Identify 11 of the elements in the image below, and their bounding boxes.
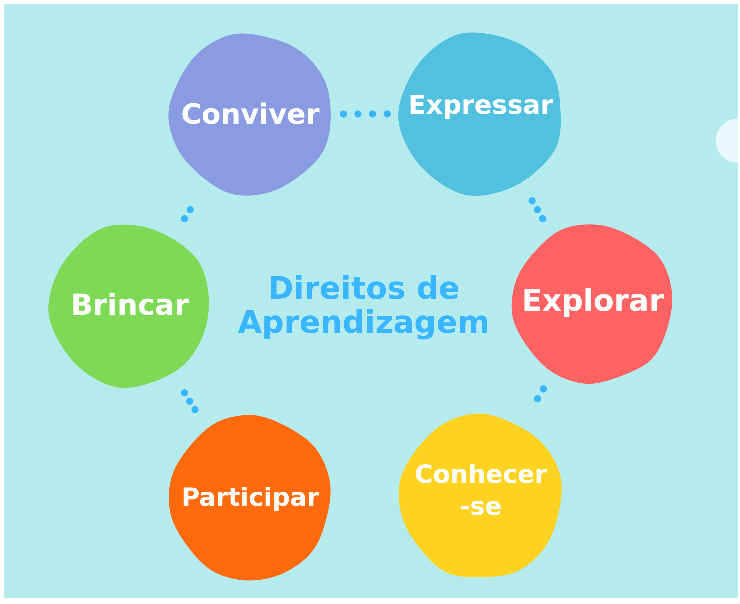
blob-node — [167, 413, 334, 583]
node-label: Participar — [182, 482, 320, 514]
blob-node — [167, 31, 334, 198]
dotted-connector — [181, 389, 199, 414]
node-label: Explorar — [522, 282, 664, 321]
diagram-title: Direitos de Aprendizagem — [237, 272, 491, 340]
node-label: Expressar — [408, 90, 554, 124]
node-label: Conviver — [181, 96, 320, 132]
node-label: Brincar — [70, 287, 190, 324]
node-label: Conhecer -se — [414, 459, 548, 523]
dotted-connector — [528, 198, 546, 222]
